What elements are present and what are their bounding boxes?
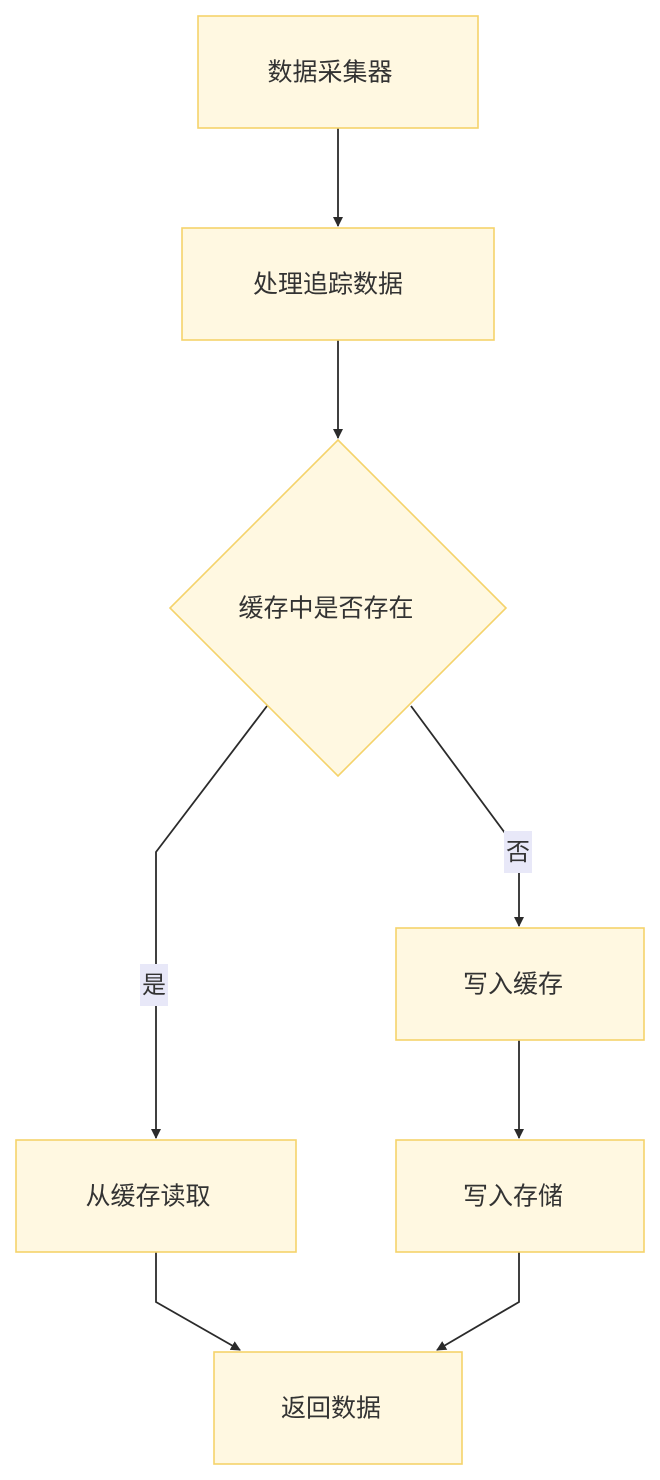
node-decision-label: 缓存中是否存在 xyxy=(238,594,413,623)
node-process: 处理追踪数据 xyxy=(181,227,495,341)
edge-decision-to-write-cache xyxy=(410,705,524,927)
node-collector-label: 数据采集器 xyxy=(267,58,392,87)
edge-label-yes: 是 xyxy=(140,964,168,1006)
edge-label-no: 否 xyxy=(504,831,532,873)
node-return-data: 返回数据 xyxy=(213,1351,463,1465)
edges xyxy=(151,128,524,1351)
node-write-cache: 写入缓存 xyxy=(395,927,645,1041)
edge-decision-to-read-cache xyxy=(151,705,268,1139)
node-write-cache-label: 写入缓存 xyxy=(463,970,563,999)
edge-label-no-text: 否 xyxy=(506,838,530,866)
edge-label-yes-text: 是 xyxy=(142,971,166,999)
node-read-cache-label: 从缓存读取 xyxy=(85,1182,210,1211)
node-read-cache: 从缓存读取 xyxy=(15,1139,297,1253)
node-collector: 数据采集器 xyxy=(197,15,479,129)
node-write-storage: 写入存储 xyxy=(395,1139,645,1253)
node-return-data-label: 返回数据 xyxy=(281,1394,381,1423)
node-decision: 缓存中是否存在 xyxy=(168,438,508,778)
node-process-label: 处理追踪数据 xyxy=(253,270,403,299)
edge-write-storage-to-return xyxy=(436,1252,520,1351)
node-write-storage-label: 写入存储 xyxy=(463,1182,563,1211)
edge-read-cache-to-return xyxy=(155,1252,241,1351)
